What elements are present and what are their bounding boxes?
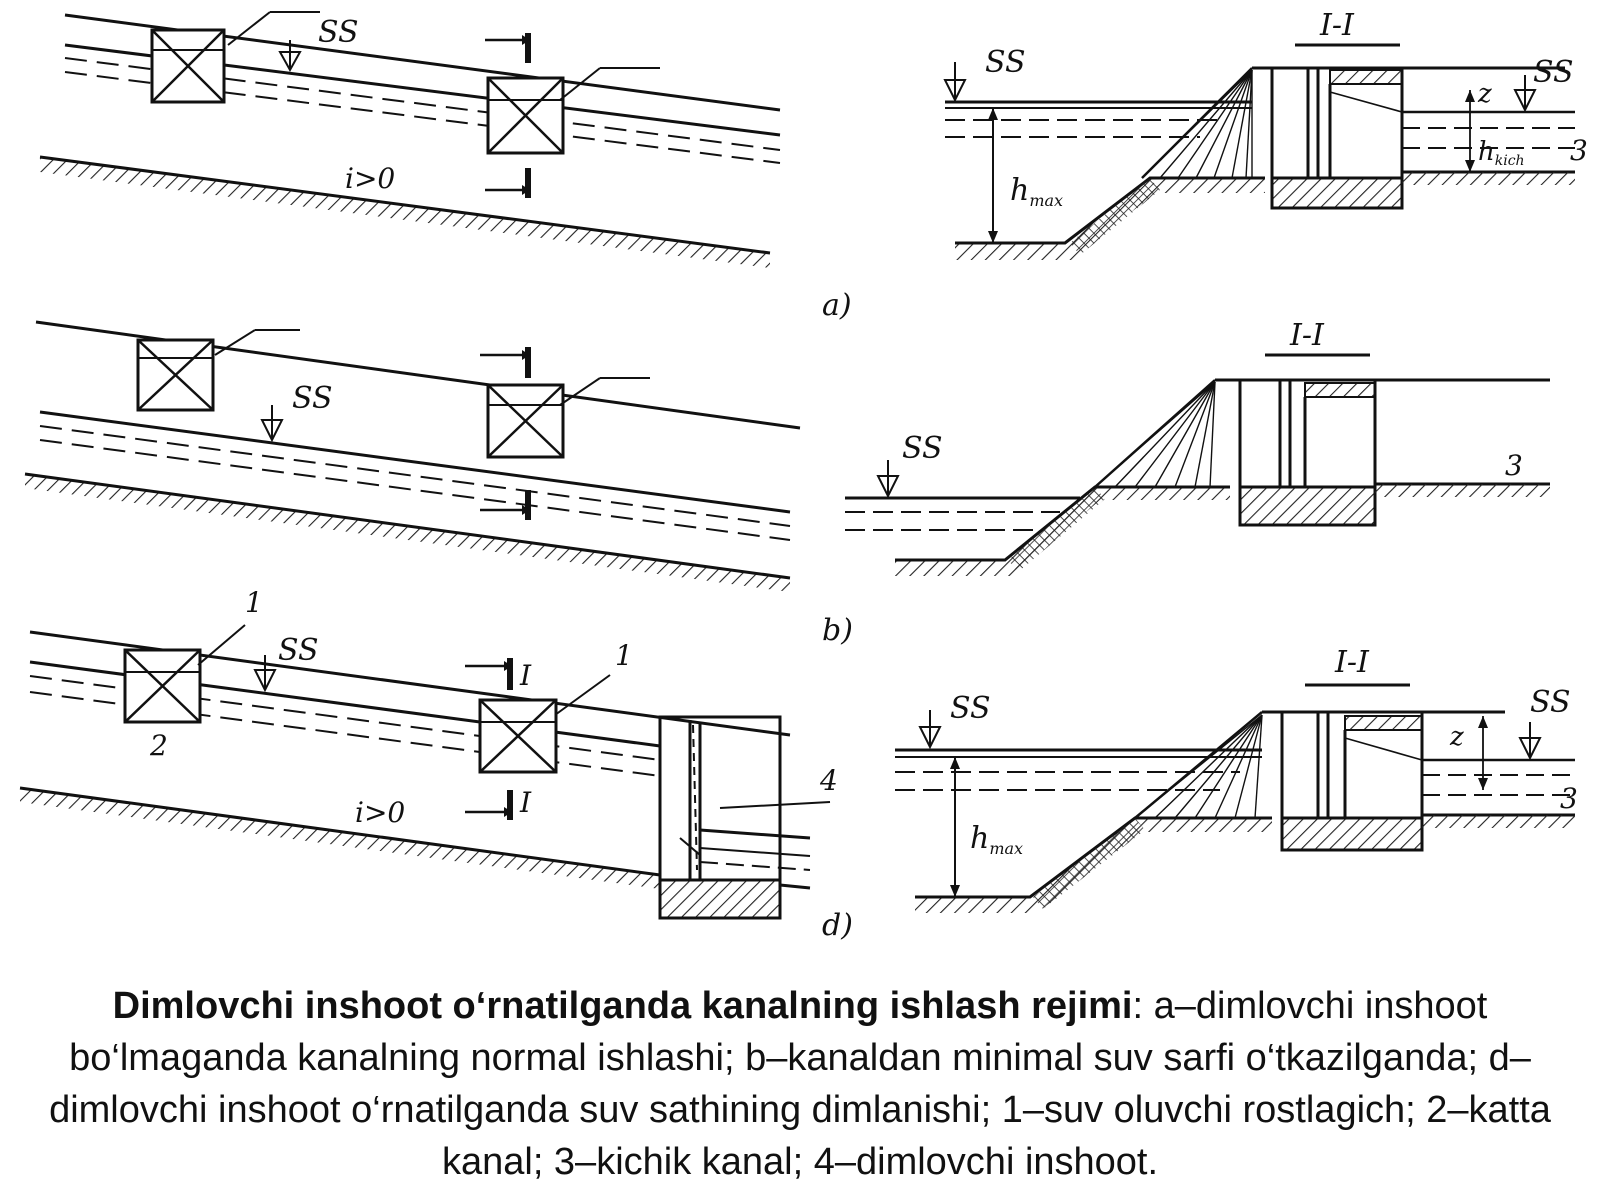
caption-title: Dimlovchi inshoot o‘rnatilganda kanalnin…	[112, 985, 1133, 1027]
roman-1-bottom-d: I	[519, 786, 532, 819]
section-view-d	[895, 683, 1575, 913]
ss-label-b-sec: SS	[902, 431, 943, 466]
h-max-label-d: hmax	[970, 821, 1023, 858]
h-symbol: h	[1478, 137, 1495, 167]
h-symbol: h	[1010, 173, 1029, 208]
section-view-b	[845, 353, 1550, 576]
regulator-box-a2	[486, 76, 565, 155]
plan-view-d	[19, 624, 831, 920]
checking-structure-d	[658, 715, 831, 920]
regulator-box-d2	[478, 698, 558, 774]
roman-1-top-d: I	[519, 659, 532, 692]
regulator-box-b1	[136, 338, 215, 412]
h-max-label-a: hmax	[1010, 173, 1063, 210]
h-subscript-kich: kich	[1495, 153, 1525, 169]
caption-text: a–dimlovchi inshoot bo‘lmaganda kanalnin…	[49, 985, 1551, 1183]
panel-label-b: b)	[822, 613, 853, 648]
ss-label-a-sec-right: SS	[1533, 55, 1574, 90]
panel-label-a: a)	[822, 288, 852, 323]
slope-label-a: i>0	[345, 162, 395, 195]
num-3-a: 3	[1570, 134, 1588, 167]
caption-separator: :	[1132, 985, 1154, 1027]
section-title-d: I-I	[1334, 645, 1370, 680]
num-2-d: 2	[149, 729, 168, 762]
section-title-b: I-I	[1289, 318, 1325, 353]
num-1-d-b: 1	[615, 639, 633, 672]
canal-diagram: SS i>0	[19, 8, 1588, 943]
h-kich-label-a: hkich	[1478, 137, 1525, 169]
num-4-d: 4	[819, 764, 838, 797]
z-label-d: z	[1449, 722, 1464, 752]
z-label-a: z	[1477, 79, 1492, 109]
ss-label-a-sec-left: SS	[985, 45, 1026, 80]
section-title-a: I-I	[1319, 8, 1355, 43]
regulator-box-b2	[486, 383, 565, 459]
regulator-box-a1	[150, 28, 226, 104]
plan-view-b	[24, 320, 801, 592]
panel-label-d: d)	[822, 908, 853, 943]
slope-label-d: i>0	[355, 796, 405, 829]
h-subscript-max: max	[1029, 191, 1063, 210]
ss-label-d-plan: SS	[278, 633, 319, 668]
ss-label-a-plan: SS	[318, 15, 359, 50]
num-1-d-a: 1	[245, 586, 263, 619]
num-3-b: 3	[1505, 449, 1523, 482]
ss-label-d-sec-right: SS	[1530, 685, 1571, 720]
section-view-a	[943, 43, 1575, 260]
ss-label-b-plan: SS	[292, 381, 333, 416]
regulator-box-d1	[123, 648, 202, 724]
ss-label-d-sec-left: SS	[950, 691, 991, 726]
num-3-d: 3	[1560, 782, 1578, 815]
plan-view-a	[39, 11, 781, 268]
figure-caption: Dimlovchi inshoot o‘rnatilganda kanalnin…	[30, 980, 1570, 1190]
h-symbol: h	[970, 821, 989, 856]
h-subscript-max: max	[989, 839, 1023, 858]
